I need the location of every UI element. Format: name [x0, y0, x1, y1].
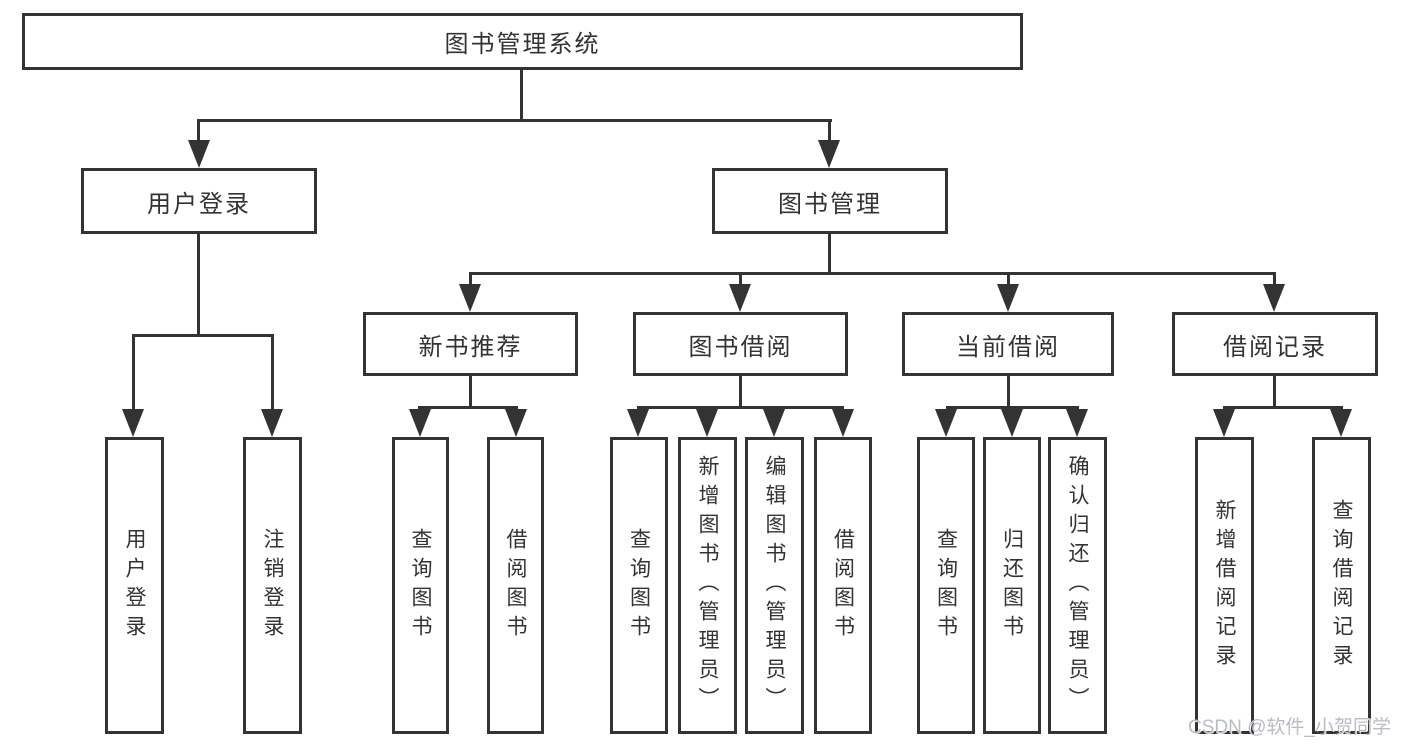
connector-new-book-horizontal: [418, 406, 518, 409]
node-leaf-user-login: 用户登录: [105, 437, 164, 734]
arrowhead-bb-query-books: [627, 409, 649, 437]
node-book-borrowing: 图书借阅: [633, 312, 848, 376]
arrowhead-borrowing-records: [1263, 284, 1285, 312]
connector-stub-leaf-user-login: [132, 334, 135, 414]
node-leaf-cb-return-books: 归还图书: [983, 437, 1041, 734]
arrowhead-leaf-user-login: [122, 409, 144, 437]
node-leaf-bb-edit-books-admin: 编辑图书（管理员）: [745, 437, 804, 734]
arrowhead-leaf-logout: [261, 409, 283, 437]
connector-stub-new-book: [469, 272, 472, 288]
node-current-borrowing: 当前借阅: [902, 312, 1114, 376]
connector-stub-borrowing-records: [1273, 272, 1276, 288]
connector-book-borrowing-horizontal: [637, 406, 844, 409]
arrowhead-bb-add-books: [696, 409, 718, 437]
connector-book-management-vertical: [828, 234, 831, 274]
connector-stub-book-management: [828, 119, 831, 145]
arrowhead-book-borrowing: [729, 284, 751, 312]
node-leaf-br-add-record: 新增借阅记录: [1195, 437, 1254, 734]
connector-borrowing-records-vertical: [1273, 375, 1276, 408]
node-borrowing-records: 借阅记录: [1172, 312, 1378, 376]
node-book-management: 图书管理: [712, 168, 948, 234]
connector-book-management-horizontal: [469, 272, 1276, 275]
connector-borrowing-records-horizontal: [1223, 406, 1343, 409]
node-leaf-nb-query-books: 查询图书: [392, 437, 449, 734]
connector-root-horizontal: [197, 119, 832, 122]
arrowhead-br-add-record: [1213, 409, 1235, 437]
connector-root-vertical: [520, 69, 523, 120]
node-library-management-system: 图书管理系统: [22, 13, 1023, 70]
connector-user-login-vertical: [197, 234, 200, 336]
node-leaf-nb-borrow-books: 借阅图书: [487, 437, 544, 734]
connector-stub-current-borrowing: [1007, 272, 1010, 288]
arrowhead-current-borrowing: [997, 284, 1019, 312]
connector-current-borrowing-horizontal: [946, 406, 1079, 409]
arrowhead-cb-query-books: [935, 409, 957, 437]
node-leaf-logout-login: 注销登录: [243, 437, 302, 734]
arrowhead-nb-query-books: [409, 409, 431, 437]
connector-new-book-vertical: [469, 375, 472, 408]
node-leaf-cb-query-books: 查询图书: [917, 437, 975, 734]
node-leaf-br-query-record: 查询借阅记录: [1312, 437, 1371, 734]
arrowhead-user-login: [188, 140, 210, 168]
node-leaf-bb-add-books-admin: 新增图书（管理员）: [678, 437, 737, 734]
node-leaf-bb-query-books: 查询图书: [610, 437, 668, 734]
arrowhead-nb-borrow-books: [505, 409, 527, 437]
connector-stub-leaf-logout: [271, 334, 274, 414]
connector-stub-book-borrowing: [739, 272, 742, 288]
connector-book-borrowing-vertical: [739, 375, 742, 408]
arrowhead-cb-return-books: [1001, 409, 1023, 437]
node-user-login: 用户登录: [81, 168, 317, 234]
arrowhead-bb-borrow-books: [832, 409, 854, 437]
node-new-book-recommendation: 新书推荐: [363, 312, 578, 376]
connector-current-borrowing-vertical: [1007, 376, 1010, 408]
arrowhead-book-management: [818, 140, 840, 168]
arrowhead-cb-confirm-return: [1066, 409, 1088, 437]
watermark: CSDN @软件_小贺同学: [1188, 717, 1391, 738]
connector-stub-user-login: [197, 119, 200, 145]
node-leaf-bb-borrow-books: 借阅图书: [814, 437, 872, 734]
arrowhead-new-book: [459, 284, 481, 312]
node-leaf-cb-confirm-return-admin: 确认归还（管理员）: [1048, 437, 1107, 734]
connector-user-login-horizontal: [132, 334, 274, 337]
arrowhead-bb-edit-books: [763, 409, 785, 437]
arrowhead-br-query-record: [1330, 409, 1352, 437]
